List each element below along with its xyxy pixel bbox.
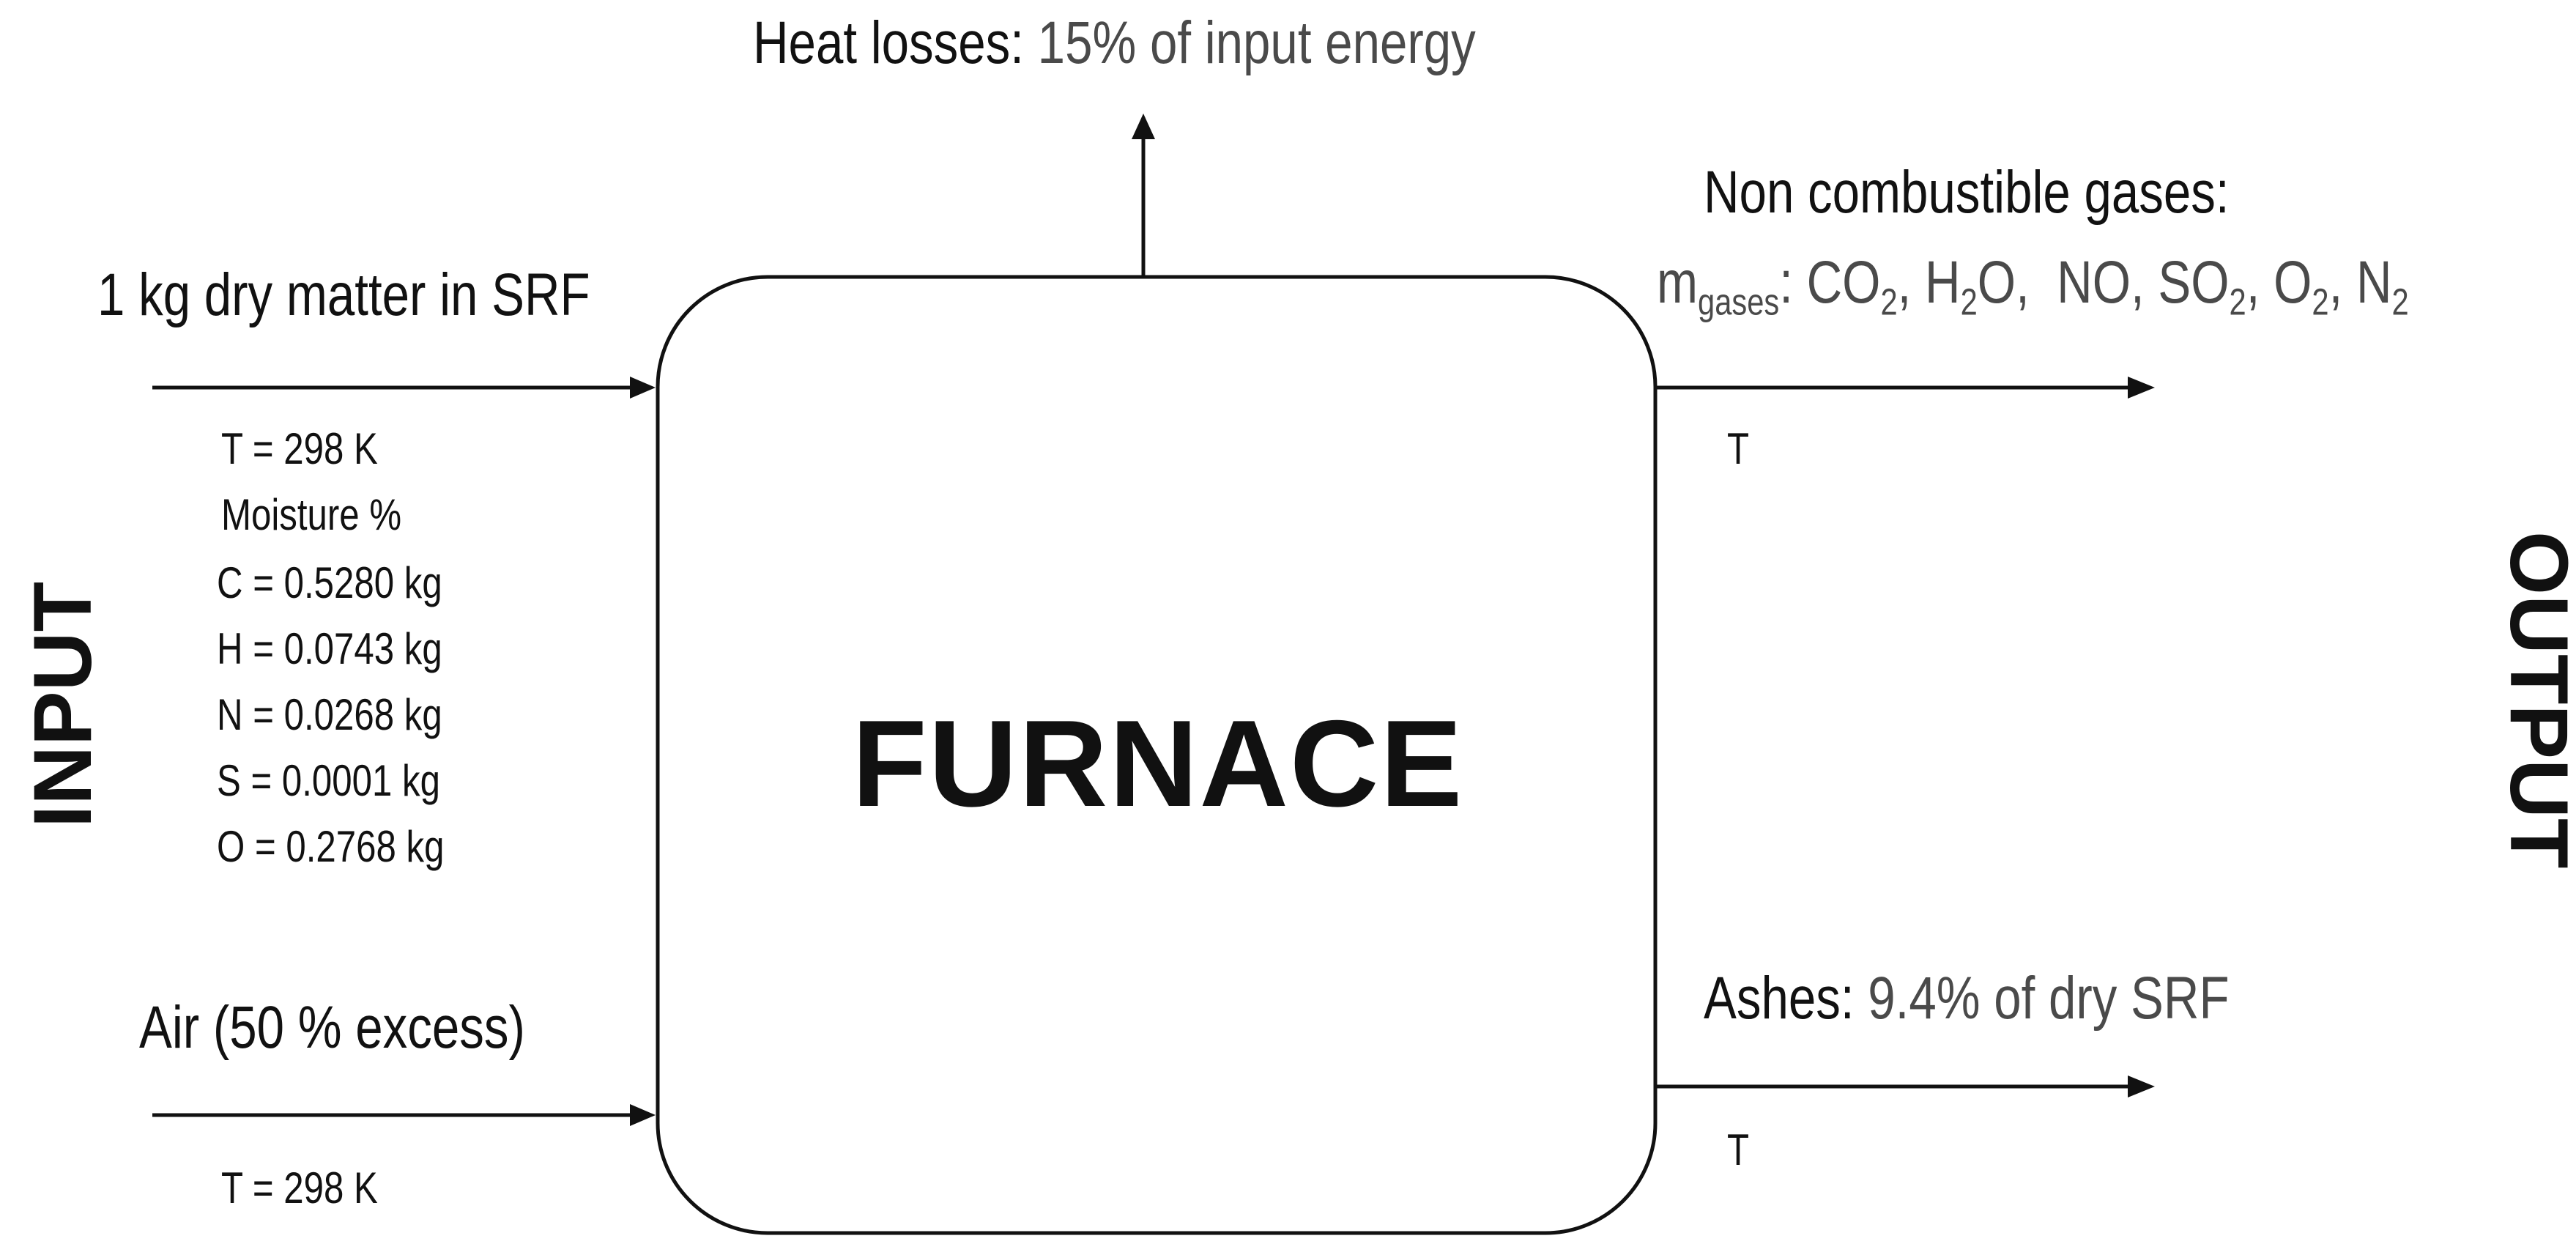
- ash-temperature: T: [1727, 1125, 1750, 1174]
- air-input-title: Air (50 % excess): [139, 994, 525, 1061]
- heat-losses-value: 15% of input energy: [1037, 10, 1476, 76]
- gas-species: O2: [2274, 249, 2329, 323]
- furnace-box: [656, 275, 1658, 1235]
- gas-species: H2O: [1925, 249, 2016, 323]
- ash-prefix: Ashes:: [1704, 965, 1855, 1032]
- gas-mass-symbol: m: [1657, 249, 1699, 316]
- gas-temperature: T: [1727, 424, 1750, 473]
- input-side-label: INPUT: [17, 582, 108, 828]
- srf-hydrogen: H = 0.0743 kg: [217, 624, 442, 673]
- srf-nitrogen: N = 0.0268 kg: [217, 690, 442, 739]
- srf-oxygen: O = 0.2768 kg: [217, 822, 445, 871]
- gas-species: SO2: [2158, 249, 2246, 323]
- furnace-title: FURNACE: [852, 695, 1464, 832]
- ash-value: 9.4% of dry SRF: [1868, 965, 2230, 1032]
- ash-output-label: Ashes: 9.4% of dry SRF: [1704, 969, 2230, 1029]
- heat-losses-label: Heat losses: 15% of input energy: [753, 13, 1476, 73]
- srf-input-title: 1 kg dry matter in SRF: [97, 262, 590, 328]
- gas-species-list: CO2, H2O, NO, SO2, O2, N2: [1806, 249, 2409, 323]
- srf-sulfur: S = 0.0001 kg: [217, 756, 441, 805]
- srf-temperature: T = 298 K: [221, 424, 378, 473]
- srf-carbon: C = 0.5280 kg: [217, 558, 442, 607]
- gas-output-title: Non combustible gases:: [1704, 159, 2230, 226]
- heat-losses-prefix: Heat losses:: [753, 10, 1024, 76]
- gas-species: N2: [2356, 249, 2409, 323]
- gas-species: CO2: [1806, 249, 1898, 323]
- gas-composition: mgases: CO2, H2O, NO, SO2, O2, N2: [1657, 249, 2409, 323]
- output-side-label: OUTPUT: [2493, 531, 2576, 869]
- gas-species: NO: [2057, 249, 2131, 316]
- srf-moisture: Moisture %: [221, 490, 402, 539]
- gas-mass-subscript: gases: [1698, 281, 1780, 323]
- air-temperature: T = 298 K: [221, 1163, 378, 1213]
